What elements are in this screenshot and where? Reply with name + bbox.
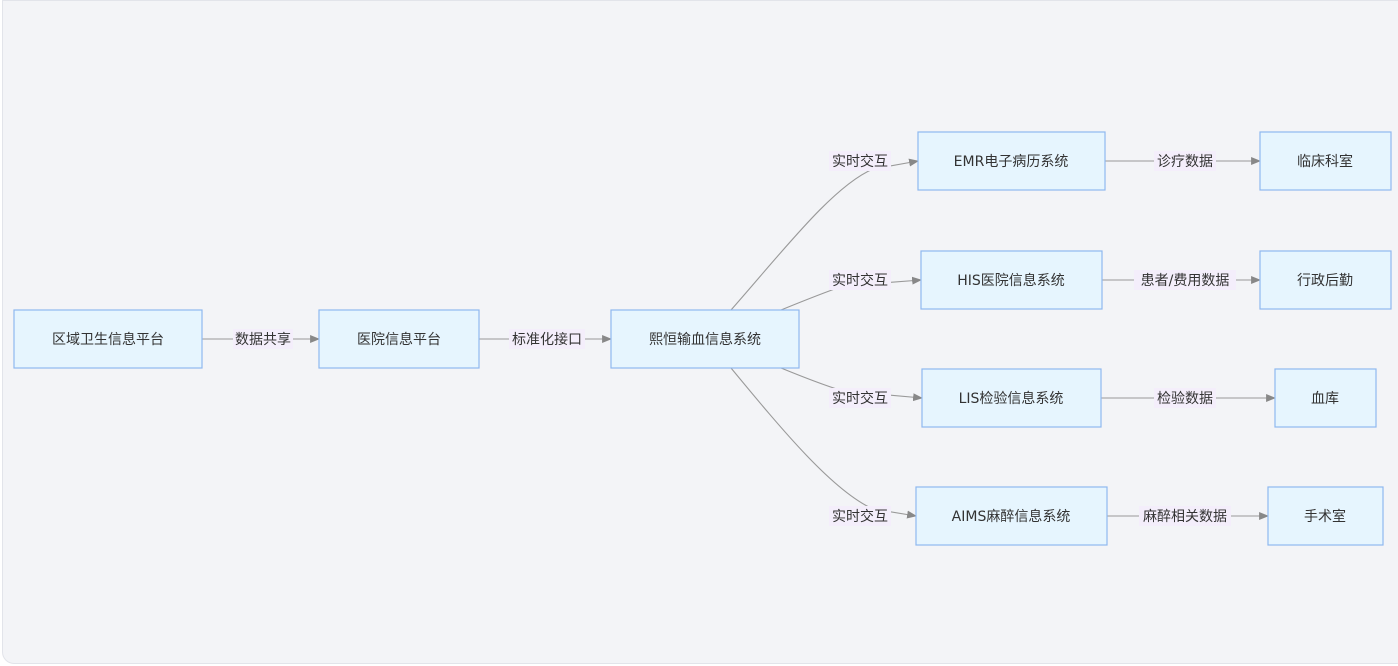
svg-text:行政后勤: 行政后勤: [1297, 273, 1353, 289]
edge-label: 实时交互: [829, 151, 891, 171]
edge-label: 实时交互: [829, 388, 891, 408]
svg-text:HIS医院信息系统: HIS医院信息系统: [957, 272, 1065, 289]
edge-xiheng-emr: [730, 158, 919, 311]
svg-text:麻醉相关数据: 麻醉相关数据: [1143, 509, 1227, 525]
edge-labels: 数据共享 标准化接口 实时交互 实时交互 实时交互 实时交互 诊疗数据 患者/: [233, 151, 1236, 526]
node-admin-logistics[interactable]: 行政后勤: [1259, 250, 1392, 310]
node-emr-system[interactable]: EMR电子病历系统: [917, 131, 1106, 191]
node-hospital-info-platform[interactable]: 医院信息平台: [318, 309, 480, 369]
edge-label: 数据共享: [233, 329, 293, 349]
svg-text:AIMS麻醉信息系统: AIMS麻醉信息系统: [952, 508, 1071, 525]
node-blood-bank[interactable]: 血库: [1274, 368, 1377, 428]
node-clinical-department[interactable]: 临床科室: [1259, 131, 1392, 191]
edge-label: 实时交互: [829, 506, 891, 526]
edge-label: 患者/费用数据: [1134, 270, 1236, 290]
svg-text:临床科室: 临床科室: [1297, 153, 1353, 170]
svg-text:LIS检验信息系统: LIS检验信息系统: [959, 390, 1064, 407]
edge-label: 检验数据: [1154, 388, 1216, 408]
edge-label: 实时交互: [829, 270, 891, 290]
svg-text:区域卫生信息平台: 区域卫生信息平台: [52, 331, 164, 348]
flowchart: 数据共享 标准化接口 实时交互 实时交互 实时交互 实时交互 诊疗数据 患者/: [13, 131, 1392, 546]
edge-xiheng-aims: [730, 367, 917, 519]
svg-text:数据共享: 数据共享: [235, 331, 291, 348]
node-aims-system[interactable]: AIMS麻醉信息系统: [915, 486, 1108, 546]
edge-label: 诊疗数据: [1154, 151, 1216, 171]
svg-text:实时交互: 实时交互: [832, 272, 888, 289]
svg-text:熙恒输血信息系统: 熙恒输血信息系统: [649, 331, 761, 348]
edge-label: 麻醉相关数据: [1139, 506, 1231, 526]
node-xiheng-transfusion-system[interactable]: 熙恒输血信息系统: [610, 309, 800, 369]
svg-text:EMR电子病历系统: EMR电子病历系统: [954, 154, 1069, 170]
node-regional-health-platform[interactable]: 区域卫生信息平台: [13, 309, 203, 369]
svg-text:实时交互: 实时交互: [832, 390, 888, 407]
svg-text:医院信息平台: 医院信息平台: [357, 331, 441, 348]
node-operating-room[interactable]: 手术室: [1267, 486, 1384, 546]
edge-label: 标准化接口: [509, 329, 585, 349]
svg-text:实时交互: 实时交互: [832, 153, 888, 170]
svg-text:检验数据: 检验数据: [1157, 391, 1213, 407]
svg-text:标准化接口: 标准化接口: [512, 331, 582, 348]
node-lis-system[interactable]: LIS检验信息系统: [921, 368, 1102, 428]
nodes: 区域卫生信息平台 医院信息平台 熙恒输血信息系统 EMR电子病历系统 HIS医院…: [13, 131, 1392, 546]
node-his-system[interactable]: HIS医院信息系统: [920, 250, 1103, 310]
svg-text:患者/费用数据: 患者/费用数据: [1141, 273, 1230, 289]
svg-text:血库: 血库: [1311, 391, 1339, 407]
svg-text:手术室: 手术室: [1304, 508, 1346, 525]
svg-text:实时交互: 实时交互: [832, 508, 888, 525]
svg-text:诊疗数据: 诊疗数据: [1157, 154, 1213, 170]
